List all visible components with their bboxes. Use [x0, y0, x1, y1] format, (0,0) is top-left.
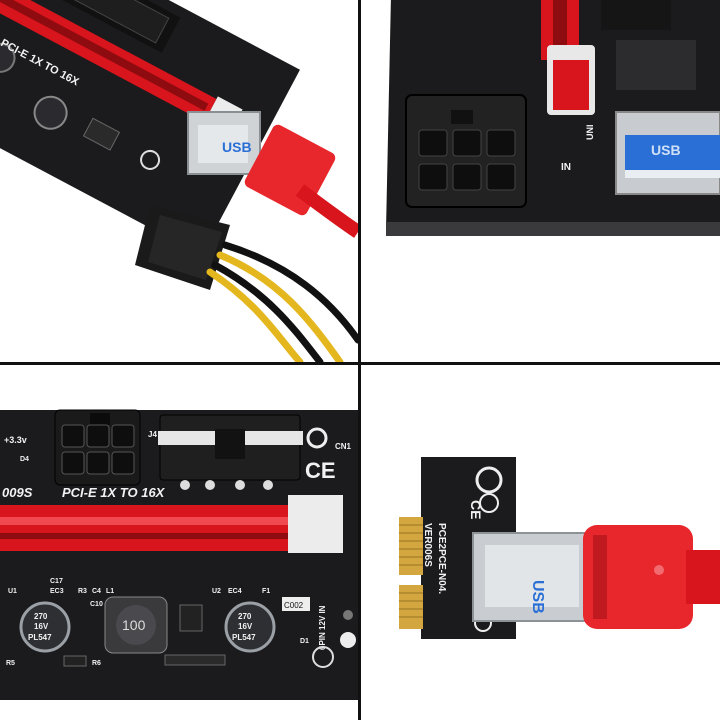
svg-text:270: 270	[34, 612, 48, 621]
pcb-label: PCI-E 1X TO 16X	[62, 485, 166, 500]
in-label: IN	[561, 162, 571, 173]
capacitor-right: 270 16V PL547	[224, 601, 276, 653]
rail-label: +3.3v	[4, 435, 27, 445]
ref-u2: U2	[212, 588, 221, 595]
fuse-label: C002	[284, 601, 304, 610]
usb-mark: USB	[529, 580, 546, 614]
six-pin-connector	[54, 409, 141, 486]
svg-text:16V: 16V	[34, 622, 49, 631]
pcie-x16-slot	[0, 505, 300, 551]
panel-riser-bottom-right: CE PCE2PCE-N04. VER006S USB	[361, 365, 720, 720]
six-pin-connector	[135, 205, 230, 290]
molex-connector	[158, 414, 303, 490]
inductor-label: 100	[122, 617, 146, 633]
six-pin-connector	[405, 94, 527, 208]
panel-riser-bottom-left: CE +3.3v D4 J4 CN1 009S PCI-E 1X TO 16X …	[0, 365, 358, 720]
usb-mark: USB	[222, 139, 252, 155]
jack-label: UNI	[585, 125, 595, 141]
ce-mark: CE	[305, 458, 336, 483]
power-in-label: 6PIN 12V IN	[318, 605, 327, 650]
usb-cable	[187, 111, 358, 238]
usb-cable	[472, 525, 720, 629]
ce-mark: CE	[468, 500, 484, 519]
svg-text:16V: 16V	[238, 622, 253, 631]
ref-r3: R3	[78, 588, 87, 595]
ref-ec3: EC3	[50, 588, 64, 595]
ref-ec4: EC4	[228, 588, 242, 595]
ref-c4: C4	[92, 588, 101, 595]
card-label-1: PCE2PCE-N04.	[436, 523, 447, 594]
svg-text:270: 270	[238, 612, 252, 621]
ref-u1: U1	[8, 588, 17, 595]
ref-c10: C10	[90, 601, 103, 608]
svg-text:PL547: PL547	[28, 633, 52, 642]
capacitor	[33, 95, 68, 130]
vertical-divider	[358, 0, 361, 720]
ref-r6: R6	[92, 660, 101, 667]
ref-l1: L1	[106, 588, 114, 595]
panel-riser-top-left: PCI-E 1X TO 16X USB	[0, 0, 358, 362]
usb-port	[615, 111, 720, 195]
svg-text:PL547: PL547	[232, 633, 256, 642]
card-label-2: VER006S	[422, 523, 433, 567]
ref-d4: D4	[20, 456, 29, 463]
inductor: 100	[104, 596, 168, 654]
panel-riser-top-right: USB IN UNI	[361, 0, 720, 362]
ref-j4: J4	[148, 430, 157, 439]
ref-cn1: CN1	[335, 442, 352, 451]
capacitor	[0, 42, 16, 73]
capacitor-left: 270 16V PL547	[19, 601, 71, 653]
ref-c17: C17	[50, 578, 63, 585]
usb-mark: USB	[651, 142, 681, 158]
power-wires	[206, 241, 358, 362]
ref-f1: F1	[262, 588, 270, 595]
ref-r5: R5	[6, 660, 15, 667]
model-label: 009S	[2, 485, 33, 500]
ref-d1: D1	[300, 638, 309, 645]
horizontal-divider	[0, 362, 720, 365]
